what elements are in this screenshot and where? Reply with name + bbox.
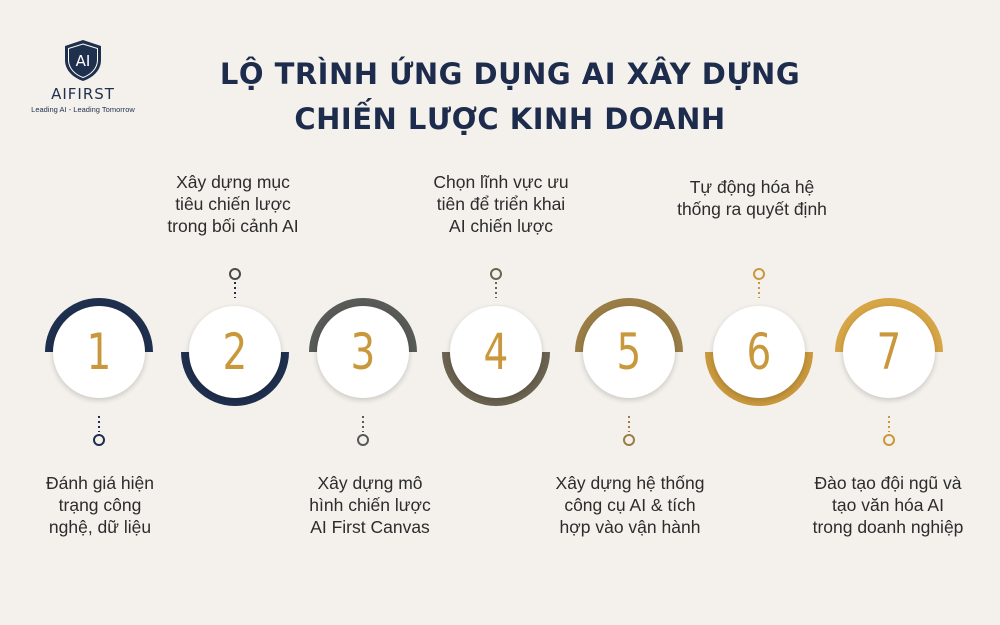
step-5: 5: [574, 297, 684, 407]
page-title-line-2: CHIẾN LƯỢC KINH DOANH: [294, 102, 726, 136]
step-3: 3: [308, 297, 418, 407]
aifirst-logo: AI AIFIRST Leading AI - Leading Tomorrow: [28, 38, 138, 114]
step-6-connector: [753, 268, 765, 300]
step-1-circle: 1: [53, 306, 145, 398]
logo-tagline: Leading AI - Leading Tomorrow: [31, 105, 135, 114]
step-5-connector: [623, 414, 635, 446]
step-1-connector: [93, 414, 105, 446]
step-4-number: 4: [483, 323, 509, 381]
step-6-circle: 6: [713, 306, 805, 398]
logo-name: AIFIRST: [51, 85, 115, 103]
step-7: 7: [834, 297, 944, 407]
step-3-number: 3: [350, 323, 376, 381]
step-2-connector: [229, 268, 241, 300]
logo-mark: AI: [76, 52, 91, 70]
step-6-number: 6: [746, 323, 772, 381]
step-4-connector: [490, 268, 502, 300]
step-2-circle: 2: [189, 306, 281, 398]
step-4-circle: 4: [450, 306, 542, 398]
step-7-connector: [883, 414, 895, 446]
shield-icon: AI: [65, 40, 101, 81]
step-6: 6: [704, 297, 814, 407]
step-3-connector: [357, 414, 369, 446]
step-5-circle: 5: [583, 306, 675, 398]
step-3-circle: 3: [317, 306, 409, 398]
step-4: 4: [441, 297, 551, 407]
step-2: 2: [180, 297, 290, 407]
step-2-number: 2: [222, 323, 248, 381]
step-1: 1: [44, 297, 154, 407]
step-5-number: 5: [616, 323, 642, 381]
step-7-number: 7: [876, 323, 902, 381]
page-title-line-1: LỘ TRÌNH ỨNG DỤNG AI XÂY DỰNG: [219, 57, 801, 91]
step-7-circle: 7: [843, 306, 935, 398]
step-1-number: 1: [86, 323, 112, 381]
